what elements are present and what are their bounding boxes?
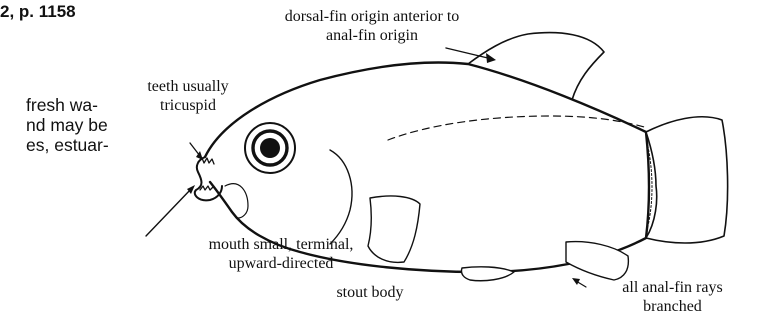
eye-pupil (260, 138, 280, 158)
body-label-line: stout body (290, 283, 450, 302)
anal-fin-label: all anal-fin rays branched (580, 278, 757, 316)
teeth-label: teeth usually tricuspid (108, 77, 268, 115)
mouth-label-line: upward-directed (166, 254, 396, 273)
pelvic-fin (461, 267, 514, 281)
teeth-label-line: teeth usually (108, 77, 268, 96)
dorsal-fin-label-line: dorsal-fin origin anterior to (222, 7, 522, 26)
mouth-label-line: mouth small, terminal, (166, 235, 396, 254)
caudal-fin (646, 117, 728, 243)
anal-fin-label-line: branched (580, 297, 757, 316)
anal-fin-label-line: all anal-fin rays (580, 278, 757, 297)
body-label: stout body (290, 283, 450, 302)
anal-pointer-head (572, 278, 580, 285)
dorsal-fin-label: dorsal-fin origin anterior to anal-fin o… (222, 7, 522, 45)
teeth-label-line: tricuspid (108, 96, 268, 115)
mouth-pointer (146, 188, 192, 236)
dorsal-fin-label-line: anal-fin origin (222, 26, 522, 45)
